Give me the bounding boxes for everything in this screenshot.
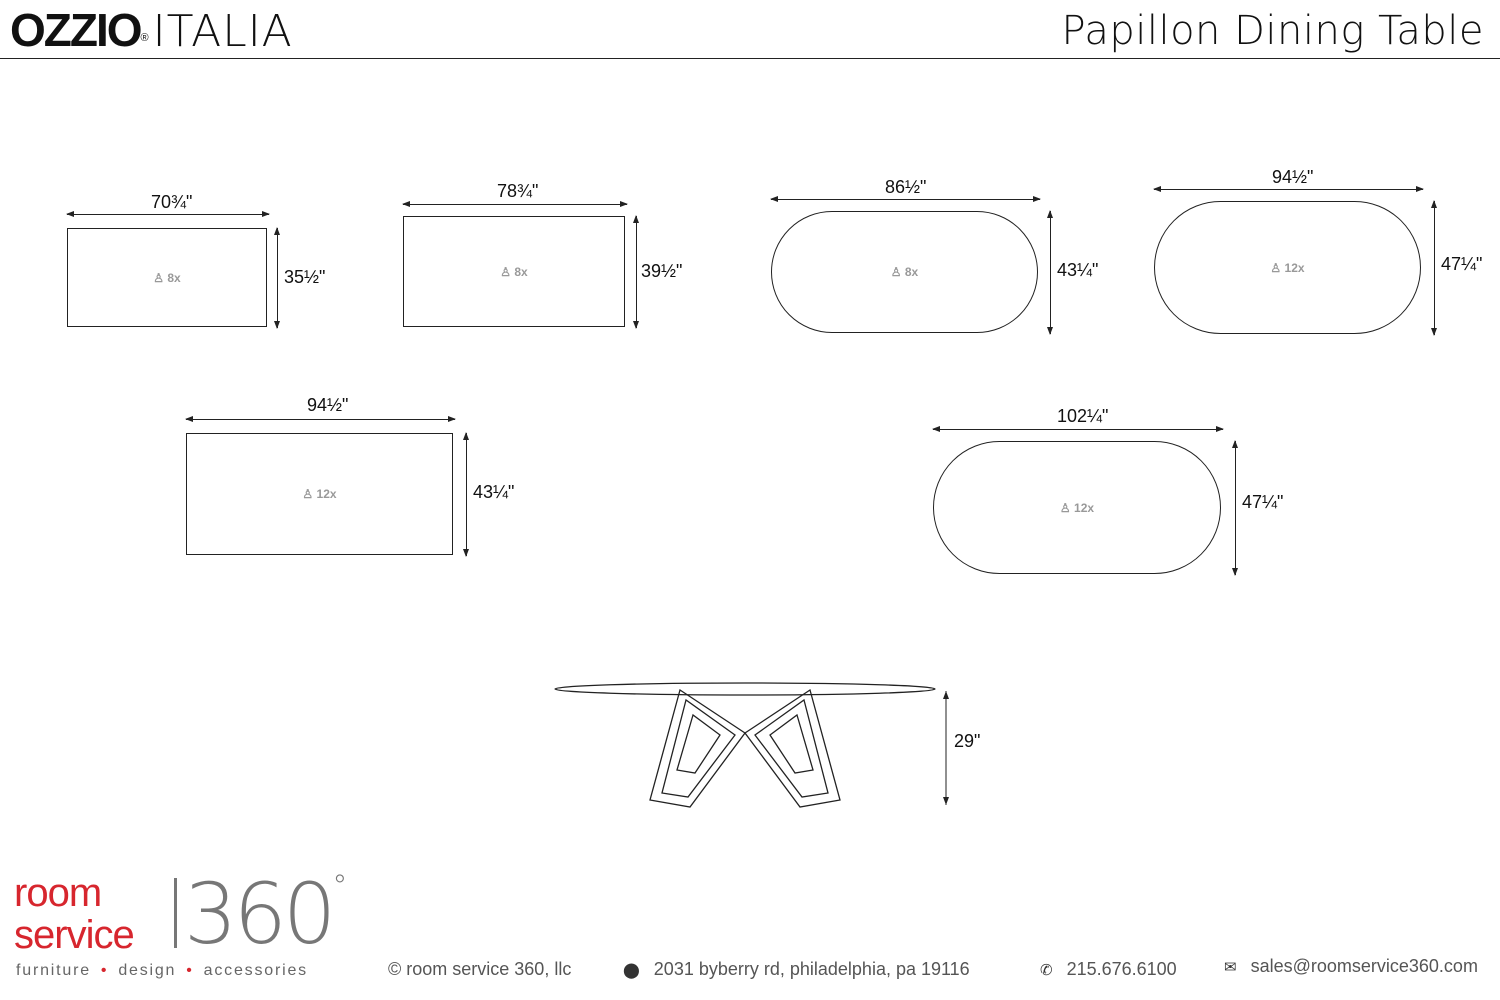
height-label: 29" [954,731,981,751]
width-label: 70¾" [151,192,193,212]
logo-bold: OZZIO [10,4,143,56]
table-top-oval: ♙ 12x [1154,201,1421,334]
width-dimension-line [932,426,1224,432]
page-title: Papillon Dining Table [1061,8,1484,54]
width-label: 94½" [307,395,349,415]
depth-dimension-line [1232,440,1238,576]
tagline-furniture: furniture [16,962,91,979]
email[interactable]: ✉ sales@roomservice360.com [1224,956,1478,977]
logo-divider [174,878,177,948]
address-text: 2031 byberry rd, philadelphia, pa 19116 [653,959,970,979]
person-icon: ♙ [1270,260,1282,275]
map-pin-icon: ⬤ [623,962,640,979]
table-top-oval: ♙ 8x [771,211,1038,333]
depth-dimension-line [463,432,469,557]
envelope-icon: ✉ [1224,959,1237,976]
seats-label: 8x [514,264,528,279]
seating-capacity: ♙ 12x [1270,261,1304,275]
tabletop-edge [554,682,936,696]
seating-capacity: ♙ 8x [153,271,180,285]
width-dimension-line [770,196,1041,202]
tagline: furniture•design•accessories [16,962,308,979]
table-top-rectangle: ♙ 8x [403,216,625,327]
phone-icon: ✆ [1040,962,1053,979]
seating-capacity: ♙ 8x [891,265,918,279]
person-icon: ♙ [302,487,314,501]
seats-label: 12x [316,487,337,501]
phone: ✆ 215.676.6100 [1040,959,1177,980]
depth-label: 47¼" [1242,492,1284,512]
depth-label: 35½" [284,267,326,287]
header-divider [0,58,1500,59]
width-dimension-line [402,201,628,207]
seats-label: 12x [1074,500,1095,515]
depth-dimension-line [274,227,280,329]
width-label: 86½" [885,177,927,197]
table-top-rectangle: ♙ 12x [186,433,453,555]
left-leg [649,688,746,808]
seating-capacity: ♙ 12x [302,487,336,501]
seats-label: 8x [904,265,919,279]
room-service-360-logo: room service 360° [14,872,354,958]
email-link[interactable]: sales@roomservice360.com [1250,956,1478,976]
phone-text: 215.676.6100 [1066,959,1177,979]
ozzio-italia-logo: OZZIO®ITALIA [10,4,293,58]
seats-label: 12x [1284,260,1305,275]
width-label: 102¼" [1057,406,1109,426]
depth-label: 47¼" [1441,254,1483,274]
logo-service: service [14,913,135,957]
copyright: © room service 360, llc [388,959,572,979]
table-top-rectangle: ♙ 8x [67,228,267,327]
width-label: 94½" [1272,167,1314,187]
seating-capacity: ♙ 8x [500,265,527,279]
seats-label: 8x [167,270,181,285]
width-dimension-line [66,211,270,217]
seating-capacity: ♙ 12x [1060,501,1094,515]
logo-room: room [14,871,102,915]
address: ⬤ 2031 byberry rd, philadelphia, pa 19116 [623,959,970,980]
width-label: 78¾" [497,181,539,201]
logo-360: 360 [184,865,336,963]
width-dimension-line [1153,186,1424,192]
logo-reg: ® [140,32,149,44]
depth-dimension-line [633,215,639,329]
depth-label: 43¼" [1057,260,1099,280]
depth-dimension-line [1431,200,1437,336]
right-leg [744,688,841,808]
person-icon: ♙ [153,270,165,285]
person-icon: ♙ [500,264,512,279]
person-icon: ♙ [890,265,902,279]
table-top-oval: ♙ 12x [933,441,1221,574]
width-dimension-line [185,416,456,422]
tagline-design: design [118,962,177,979]
side-view-drawing [554,682,949,808]
depth-dimension-line [1047,210,1053,335]
depth-label: 39½" [641,261,683,281]
depth-label: 43¼" [473,482,515,502]
logo-light: ITALIA [152,6,293,57]
logo-deg: ° [332,869,347,904]
person-icon: ♙ [1059,500,1071,515]
tagline-accessories: accessories [203,962,308,979]
